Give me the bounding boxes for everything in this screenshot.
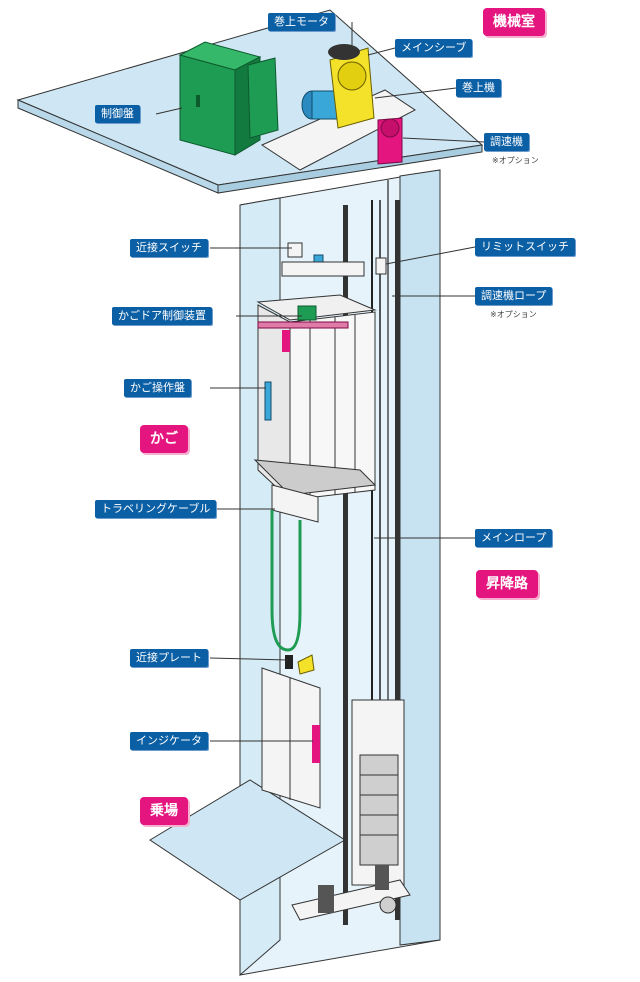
label-traveling-cable: トラベリングケーブル bbox=[95, 500, 217, 518]
zone-hoistway: 昇降路 bbox=[476, 570, 538, 598]
governor-wheel bbox=[380, 118, 400, 138]
zone-landing: 乗場 bbox=[140, 797, 188, 825]
note-governor-rope-option: ※オプション bbox=[490, 310, 537, 319]
label-hoist-motor: 巻上モータ bbox=[268, 13, 335, 31]
car-sling-top bbox=[281, 261, 365, 277]
traveling-cable-loop bbox=[270, 510, 302, 652]
note-governor-option: ※オプション bbox=[492, 156, 539, 165]
counterweight-blocks bbox=[359, 754, 399, 866]
car-door-operator-beam bbox=[257, 321, 349, 329]
car-side bbox=[289, 311, 376, 501]
label-car-operating-panel: かご操作盤 bbox=[124, 379, 191, 397]
label-governor-rope: 調速機ロープ bbox=[475, 287, 553, 305]
proximity-plate bbox=[285, 655, 293, 669]
zone-machine-room: 機械室 bbox=[483, 8, 545, 36]
pit-buffer-car bbox=[318, 885, 334, 913]
label-proximity-switch: 近接スイッチ bbox=[130, 239, 208, 257]
hoistway-right-wall bbox=[399, 169, 441, 946]
guide-rail-right bbox=[395, 200, 400, 920]
label-main-rope: メインロープ bbox=[475, 529, 553, 547]
proximity-plate-bracket bbox=[297, 654, 315, 675]
leader-lines bbox=[155, 22, 485, 742]
main-sheave-wheel bbox=[337, 61, 367, 91]
controller-handle bbox=[196, 95, 200, 107]
main-sheave-top bbox=[328, 44, 360, 60]
car-floor bbox=[253, 459, 377, 496]
controller-cabinet-1-front bbox=[179, 54, 236, 156]
label-proximity-plate: 近接プレート bbox=[130, 649, 208, 667]
label-controller: 制御盤 bbox=[95, 105, 140, 123]
proximity-switch-box bbox=[287, 242, 303, 258]
label-main-sheave: メインシーブ bbox=[395, 39, 473, 57]
limit-switch-box bbox=[375, 257, 387, 275]
label-car-door-operator: かごドア制御装置 bbox=[112, 307, 212, 325]
label-hoist-machine: 巻上機 bbox=[456, 79, 501, 97]
label-indicator: インジケータ bbox=[130, 732, 208, 750]
zone-car: かご bbox=[140, 425, 188, 453]
car-operating-panel-mark bbox=[264, 381, 272, 421]
governor-tension-sheave bbox=[379, 896, 397, 914]
controller-cabinet-2-front bbox=[247, 57, 279, 139]
car-door-operator-motor bbox=[297, 305, 317, 321]
landing-door-frame bbox=[261, 667, 321, 809]
label-governor: 調速機 bbox=[484, 133, 529, 151]
label-limit-switch: リミットスイッチ bbox=[475, 238, 575, 256]
guide-rail-left bbox=[343, 205, 348, 925]
car-apron bbox=[271, 484, 319, 523]
pit-buffer-counterweight bbox=[375, 865, 389, 890]
indicator-mark bbox=[312, 725, 320, 763]
car-door-operator-block bbox=[282, 330, 290, 352]
